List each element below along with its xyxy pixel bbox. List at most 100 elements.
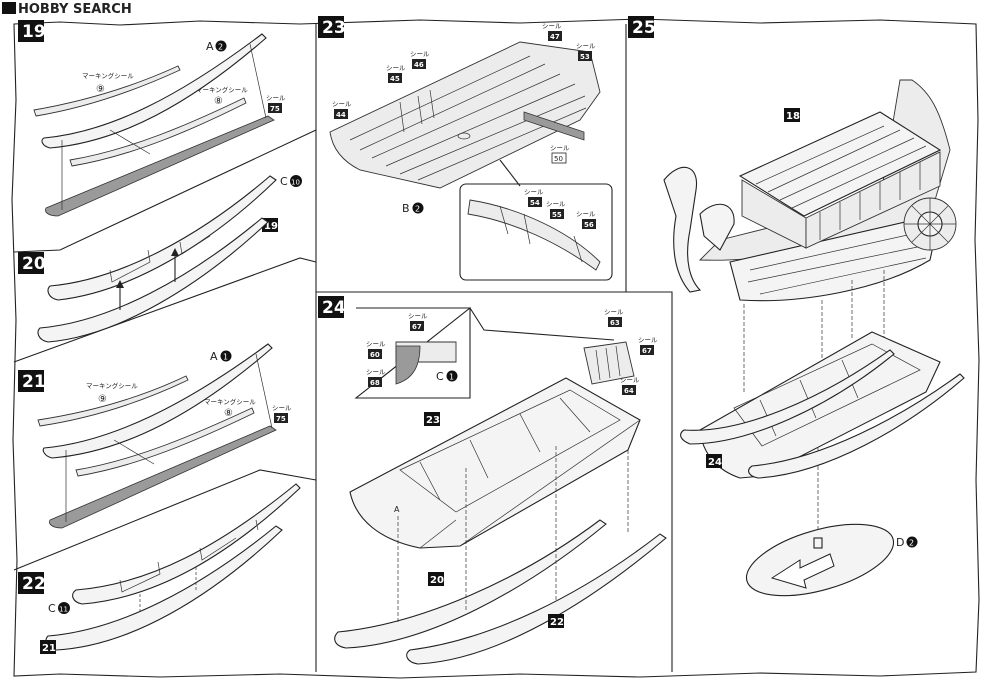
step-23-badge [318, 16, 344, 38]
step21-seal-strip [49, 425, 277, 529]
step21-marking8-label: マーキングシール [204, 397, 256, 406]
step23-callout-pointer [499, 159, 521, 187]
label-text: 68 [370, 379, 380, 387]
step21-marking-strip-9 [37, 375, 189, 427]
label-text: シール [410, 50, 430, 58]
step21-seal-num: 75 [276, 415, 286, 423]
label-text: シール [366, 340, 386, 348]
step22-rail-upper [72, 483, 301, 605]
step-25-number: 25 [632, 18, 656, 38]
label-text: 67 [412, 323, 422, 331]
step19-marking8-num: ⑧ [214, 96, 223, 107]
watermark-text: HOBBY SEARCH [18, 2, 132, 17]
step19-seal-num: 75 [270, 105, 280, 113]
step-22-number: 22 [22, 574, 46, 594]
step-21-number: 21 [22, 372, 46, 392]
label-text: 46 [414, 61, 424, 69]
step20-rail-lower [37, 217, 269, 343]
step25-stand-arrow [770, 553, 835, 589]
step-20: 20 [18, 175, 277, 343]
step19-part-c: C [280, 175, 288, 188]
step24-ref-mid: 20 [430, 575, 444, 586]
step20-assembly-arrows [119, 252, 176, 310]
step21-part-a-circ: 1 [223, 353, 228, 362]
step-22-badge [18, 572, 44, 594]
step21-keel-part [42, 343, 273, 459]
label-text: 44 [336, 111, 346, 119]
step24-ref-top: 23 [426, 415, 440, 426]
label-text: シール [542, 22, 562, 30]
label-text: 67 [642, 347, 652, 355]
label-text: 50 [554, 155, 563, 163]
step23-part-b: B [402, 202, 410, 215]
label-text: シール [550, 144, 570, 152]
label-text: 60 [370, 351, 380, 359]
label-text: 53 [580, 53, 590, 61]
step24-ref-bottom: 22 [550, 617, 564, 628]
step-24-badge [318, 296, 344, 318]
step-19-badge [18, 20, 44, 42]
step25-ref-bottom: 24 [708, 457, 722, 468]
step-20-badge [18, 252, 44, 274]
step19-marking-strip-9 [33, 65, 181, 117]
step24-rail-left [334, 519, 607, 649]
label-text: シール [524, 188, 544, 196]
step21-part-a: A [210, 350, 218, 363]
step19-marking-strip-8 [69, 97, 247, 167]
step19-part-a-circ: 2 [218, 43, 223, 52]
step19-marking9-num: ⑨ [96, 84, 105, 95]
step-19: 19 A 2 マーキングシール ⑨ マーキングシール ⑧ シール 75 C 10… [18, 20, 302, 232]
sheet-border [11, 18, 980, 679]
step23-detail-callout [459, 183, 613, 281]
label-text: 55 [552, 211, 562, 219]
step-23: 23 シール 44 シール 45 シール 46 シール 47 シール 53 シー… [318, 16, 613, 281]
step-23-number: 23 [322, 18, 346, 38]
label-text: シール [638, 336, 658, 344]
step25-rail-right [748, 373, 965, 479]
step23-seal-50-strip [523, 111, 585, 141]
step25-dragon-head [663, 166, 702, 293]
step22-part-c-circ: 11 [59, 606, 68, 614]
step24-part-c: C [436, 370, 444, 383]
step23-part-b-circ: 2 [415, 205, 420, 214]
label-text: シール [604, 308, 624, 316]
step24-inset-seals: シール 67 シール 60 シール 68 [366, 312, 428, 387]
label-text: シール [546, 200, 566, 208]
step23-callout-seals: シール 54 シール 55 シール 56 [524, 188, 596, 229]
label-text: シール [386, 64, 406, 72]
label-text: シール [332, 100, 352, 108]
step21-marking8-num: ⑧ [224, 408, 233, 419]
step24-stern-seals: シール 63 シール 67 シール 64 [604, 308, 658, 395]
step-22: 22 C 11 21 [18, 483, 301, 654]
step25-rail-left [680, 349, 895, 445]
step24-part-c-circ: 1 [449, 373, 454, 382]
step21-seal-label: シール [272, 404, 292, 412]
step-24-number: 24 [322, 298, 346, 318]
label-text: シール [620, 376, 640, 384]
step19-ref: 19 [264, 221, 278, 232]
step21-marking-strip-8 [75, 407, 255, 477]
step19-seal-label: シール [266, 94, 286, 102]
step-20-number: 20 [22, 254, 46, 274]
step21-marking9-num: ⑨ [98, 394, 107, 405]
step-24: 24 シール 67 シール 60 シール 68 C 1 シール 63 シール 6… [318, 296, 667, 665]
step20-rail-upper [47, 175, 277, 301]
step22-rail-lower [45, 525, 283, 651]
step19-part-a: A [206, 40, 214, 53]
step25-ref-top: 18 [786, 111, 800, 122]
step23-deck [329, 41, 601, 189]
step-21-badge [18, 370, 44, 392]
step19-keel-part [41, 33, 267, 149]
step25-part-d: D [896, 536, 904, 549]
step-25: 25 18 24 [628, 16, 965, 597]
step22-part-c: C [48, 602, 56, 615]
step22-ref: 21 [42, 643, 56, 654]
label-text: 56 [584, 221, 594, 229]
watermark-logo: HOBBY SEARCH [2, 2, 132, 17]
label-text: 63 [610, 319, 620, 327]
step19-marking8-label: マーキングシール [196, 85, 248, 94]
step24-rail-right [406, 533, 667, 665]
label-text: シール [366, 368, 386, 376]
step23-seal-labels: シール 44 シール 45 シール 46 シール 47 シール 53 シール 5… [332, 22, 596, 164]
label-text: 47 [550, 33, 560, 41]
